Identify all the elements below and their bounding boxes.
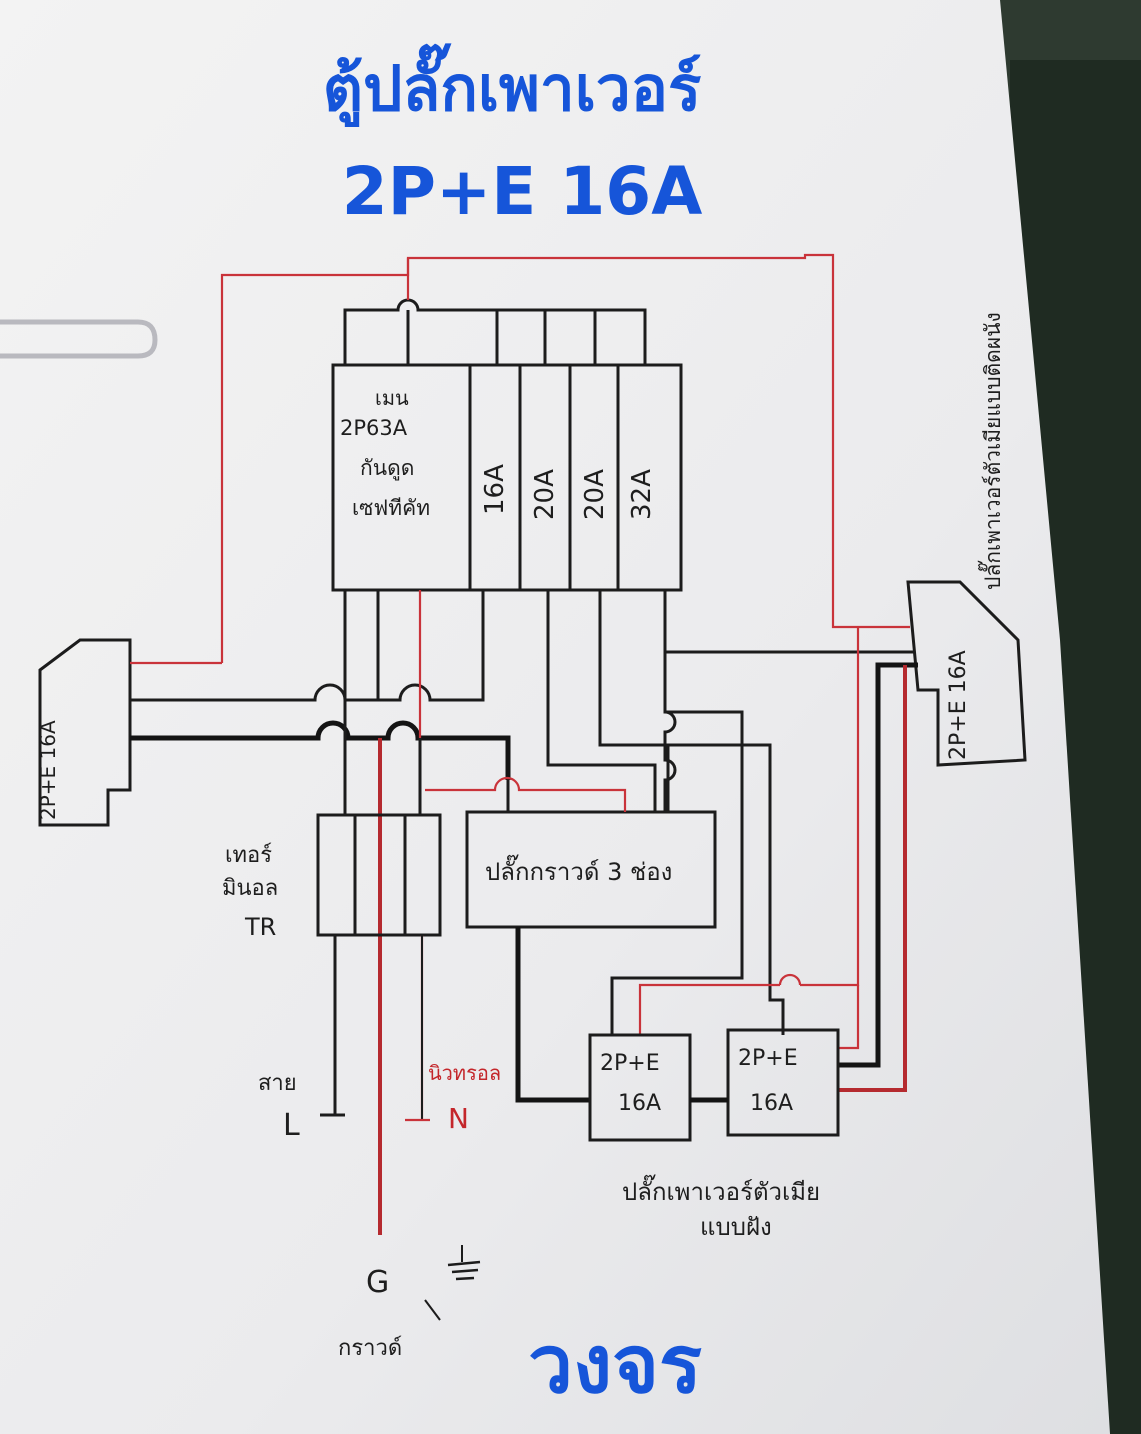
breaker-3-label: 20A: [580, 469, 610, 520]
footer-title: วงจร: [528, 1318, 702, 1411]
title-line2: 2P+E 16A: [342, 153, 703, 230]
ground-socket-box: ปลั๊กกราวด์ 3 ช่อง: [465, 810, 717, 929]
bottom-socket-2-line2: 16A: [750, 1091, 793, 1116]
ground-socket-label: ปลั๊กกราวด์ 3 ช่อง: [485, 854, 672, 886]
main-panel-outline: [331, 363, 683, 592]
left-socket: 2P+E 16A: [36, 638, 132, 827]
left-socket-outline: [38, 638, 132, 827]
ground-box-wires: [425, 590, 670, 1103]
breaker-2-label: 20A: [530, 469, 560, 520]
live-wire-label: สาย: [258, 1071, 297, 1096]
ground-wire-letter: G: [366, 1265, 389, 1300]
ground-wire-label: กราวด์: [338, 1336, 402, 1361]
terminal-outline: [316, 813, 442, 937]
bottom-socket-1-outline: [588, 1033, 692, 1142]
ground-label-pointer: [424, 1299, 441, 1321]
bottom-socket-2: 2P+E 16A: [726, 1028, 840, 1137]
right-feed-wires: [610, 590, 915, 1035]
paper-clip: [0, 319, 158, 359]
main-breaker-label-1: เมน: [375, 386, 409, 410]
bottom-socket-2-line1: 2P+E: [738, 1046, 798, 1071]
right-socket-label: 2P+E 16A: [946, 650, 971, 760]
right-socket-outline: [906, 580, 1027, 767]
title-line1: ตู้ปลั๊กเพาเวอร์: [323, 43, 702, 127]
ground-symbol-icon: [447, 1245, 481, 1281]
terminal-label-3: TR: [244, 913, 276, 941]
terminal-label-2: มินอล: [222, 876, 278, 901]
terminal-down-wires: [333, 935, 424, 1120]
ground-socket-outline: [465, 810, 717, 929]
left-socket-wires: [130, 590, 511, 780]
bottom-socket-1-line1: 2P+E: [600, 1051, 660, 1076]
breaker-1-label: 16A: [480, 464, 510, 515]
terminal-label-1: เทอร์: [225, 843, 272, 868]
bottom-note-line2: แบบฝัง: [700, 1213, 772, 1241]
bottom-socket-1: 2P+E 16A: [588, 1033, 692, 1142]
neutral-wire-label: นิวทรอล: [428, 1061, 501, 1085]
breaker-4-label: 32A: [627, 469, 657, 520]
main-down-wires: [343, 590, 422, 1235]
bottom-socket-2-outline: [726, 1028, 840, 1137]
terminal-block: เทอร์ มินอล TR: [222, 813, 442, 941]
main-panel: เมน 2P63A กันดูด เซฟทีคัท 16A 20A 20A 32…: [331, 363, 683, 592]
right-socket: 2P+E 16A: [906, 580, 1027, 767]
top-red-wire: [220, 253, 910, 663]
right-socket-note: ปลั๊กเพาเวอร์ตัวเมียแบบติดผนัง: [977, 312, 1005, 590]
right-down-wires: [638, 627, 918, 1092]
main-breaker-label-4: เซฟทีคัท: [352, 496, 430, 520]
left-socket-label: 2P+E 16A: [36, 720, 60, 820]
bottom-note-line1: ปลั๊กเพาเวอร์ตัวเมีย: [622, 1174, 820, 1206]
main-breaker-label-2: 2P63A: [340, 416, 408, 440]
main-breaker-label-3: กันดูด: [360, 456, 414, 481]
bottom-socket-1-line2: 16A: [618, 1091, 661, 1116]
neutral-wire-letter: N: [448, 1102, 469, 1135]
live-wire-letter: L: [283, 1108, 300, 1143]
